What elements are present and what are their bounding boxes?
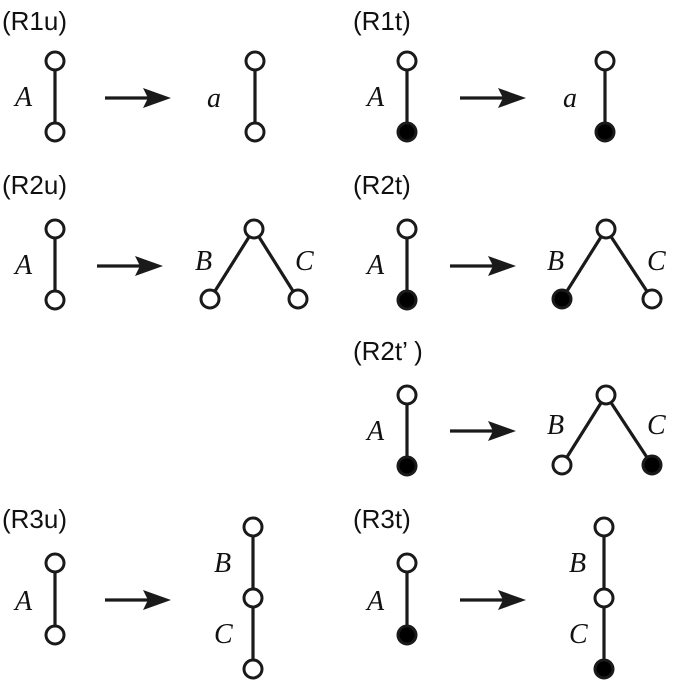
node-open [287, 288, 309, 310]
edge-label: C [295, 246, 314, 277]
node-open [44, 289, 66, 311]
node-open [641, 288, 663, 310]
rule-r2t: (R2t) A B C [353, 170, 666, 311]
edge-label: B [547, 410, 564, 441]
edge-label: B [547, 246, 564, 277]
edge [560, 227, 608, 301]
node-open [396, 218, 418, 240]
node-open [199, 288, 221, 310]
edge-label: A [365, 82, 385, 113]
edge-label: A [13, 586, 33, 617]
rule-r1u: (R1u) A a [2, 6, 266, 143]
node-open [242, 587, 264, 609]
node-open [396, 552, 418, 574]
node-open [595, 384, 617, 406]
arrow-icon [488, 421, 516, 441]
edge-label: C [569, 619, 588, 650]
edge-label: A [13, 82, 33, 113]
node-open [243, 218, 265, 240]
arrow-icon [143, 590, 171, 610]
edge [604, 393, 654, 467]
node-open [44, 50, 66, 72]
node-open [242, 658, 264, 680]
edge-label: A [13, 250, 33, 281]
edge [252, 227, 300, 301]
edge-label: B [195, 246, 212, 277]
rule-r2t-prime: (R2t’ ) A B C [353, 336, 666, 477]
node-open [593, 516, 615, 538]
rule-title: (R1u) [2, 6, 67, 36]
rule-title: (R2t) [353, 170, 411, 200]
rule-r3t: (R3t) A B C [353, 504, 615, 680]
node-filled [396, 289, 418, 311]
edge [560, 393, 608, 467]
node-filled [641, 454, 663, 476]
arrow-icon [498, 88, 526, 108]
node-open [594, 50, 616, 72]
node-open [242, 516, 264, 538]
edge-label: C [647, 246, 666, 277]
rule-r2u: (R2u) A B C [2, 170, 314, 311]
node-filled [594, 121, 616, 143]
arrow-icon [135, 256, 163, 276]
node-filled [396, 624, 418, 646]
rule-title: (R2u) [2, 170, 67, 200]
node-filled [593, 658, 615, 680]
node-open [44, 552, 66, 574]
rule-title: (R3u) [2, 504, 67, 534]
node-open [595, 218, 617, 240]
rule-title: (R3t) [353, 504, 411, 534]
arrow-icon [143, 88, 171, 108]
node-open [551, 454, 573, 476]
rule-r1t: (R1t) A a [353, 6, 616, 143]
node-open [593, 587, 615, 609]
node-open [44, 624, 66, 646]
node-filled [396, 121, 418, 143]
edge-label: a [207, 83, 221, 114]
node-open [396, 384, 418, 406]
rule-title: (R2t’ ) [353, 336, 423, 366]
edge-label: B [214, 548, 231, 579]
edge-label: A [365, 416, 385, 447]
edge-label: C [647, 410, 666, 441]
arrow-icon [488, 256, 516, 276]
edge-label: B [569, 548, 586, 579]
edge-label: C [214, 619, 233, 650]
node-open [244, 50, 266, 72]
rule-title: (R1t) [353, 6, 411, 36]
node-filled [396, 455, 418, 477]
edge-label: a [563, 83, 577, 114]
arrow-icon [498, 590, 526, 610]
edge [208, 227, 256, 301]
edge-label: A [365, 586, 385, 617]
node-open [244, 121, 266, 143]
node-open [396, 50, 418, 72]
rule-r3u: (R3u) A B C [2, 504, 264, 680]
node-filled [551, 288, 573, 310]
node-open [44, 121, 66, 143]
edge-label: A [365, 250, 385, 281]
node-open [44, 218, 66, 240]
edge [604, 227, 654, 301]
